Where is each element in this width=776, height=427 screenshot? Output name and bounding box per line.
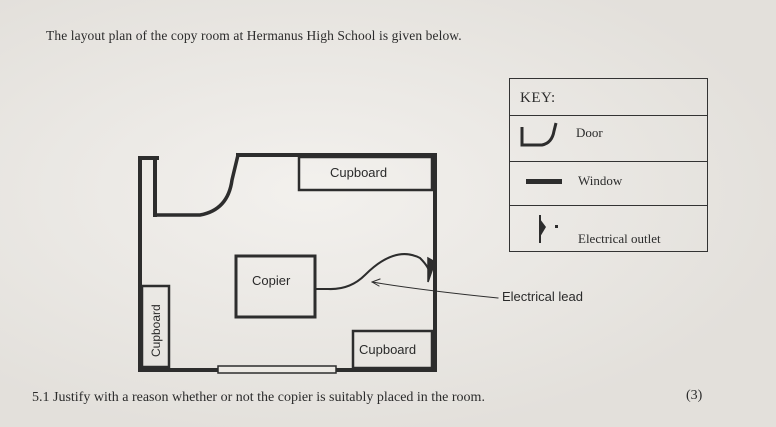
cupboard-left-box bbox=[140, 284, 171, 369]
key-door-icon bbox=[520, 122, 558, 147]
cupboard-left-label: Cupboard bbox=[149, 304, 163, 357]
cupboard-bottom-label: Cupboard bbox=[359, 342, 416, 357]
intro-text: The layout plan of the copy room at Herm… bbox=[46, 28, 462, 43]
lead-pointer-arrow bbox=[371, 278, 381, 287]
key-window-row: Window bbox=[510, 161, 707, 206]
electrical-lead-line bbox=[314, 253, 432, 291]
cupboard-top-label: Cupboard bbox=[330, 165, 387, 180]
key-title: KEY: bbox=[520, 90, 556, 106]
copier-box bbox=[234, 254, 317, 319]
key-outlet-icon bbox=[539, 215, 558, 243]
window-icon bbox=[217, 365, 337, 374]
lead-pointer-line bbox=[371, 281, 499, 299]
key-window-icon bbox=[526, 179, 562, 184]
electrical-outlet-icon bbox=[427, 256, 436, 283]
key-door-row: Door bbox=[510, 115, 707, 162]
key-table: KEY: Door Window Electrical outlet bbox=[509, 78, 708, 252]
key-outlet-row: Electrical outlet bbox=[510, 205, 707, 251]
question-marks: (3) bbox=[686, 388, 703, 403]
electrical-lead-label: Electrical lead bbox=[502, 289, 583, 304]
key-window-label: Window bbox=[578, 173, 623, 188]
door-icon bbox=[153, 152, 241, 217]
copier-label: Copier bbox=[252, 273, 291, 288]
cupboard-top-box bbox=[297, 155, 434, 192]
key-title-row: KEY: bbox=[510, 79, 707, 116]
cupboard-bottom-box bbox=[351, 329, 434, 370]
question-text: 5.1 Justify with a reason whether or not… bbox=[32, 390, 485, 405]
key-door-label: Door bbox=[576, 125, 603, 140]
key-outlet-label: Electrical outlet bbox=[578, 231, 661, 246]
